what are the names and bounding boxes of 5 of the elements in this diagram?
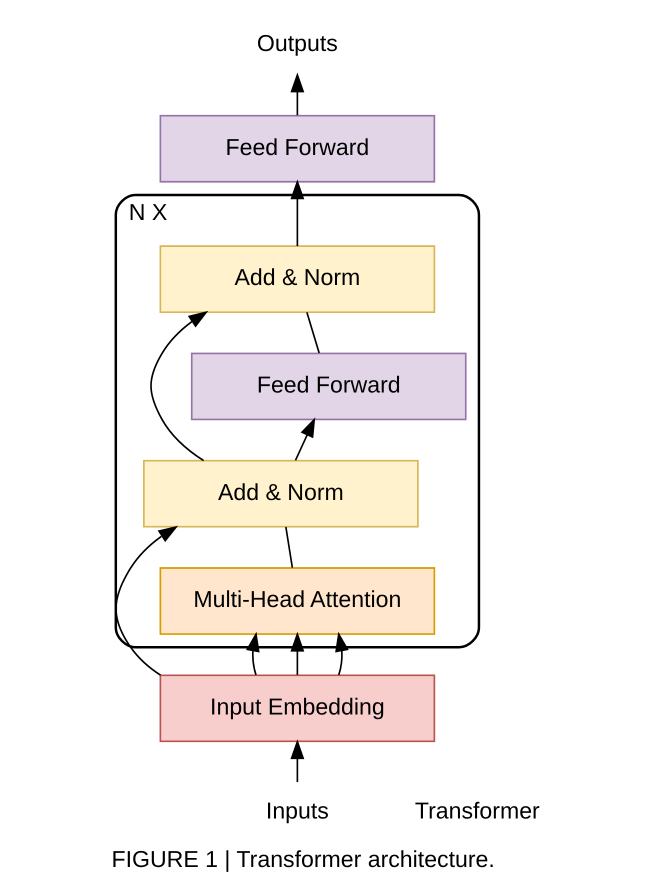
node-label: N X [128, 199, 168, 226]
node-text: Inputs [266, 797, 329, 824]
label: Transformer [414, 797, 540, 824]
node-text: Outputs [256, 30, 338, 56]
caption: FIGURE 1 | Transformer architecture. [111, 846, 495, 872]
